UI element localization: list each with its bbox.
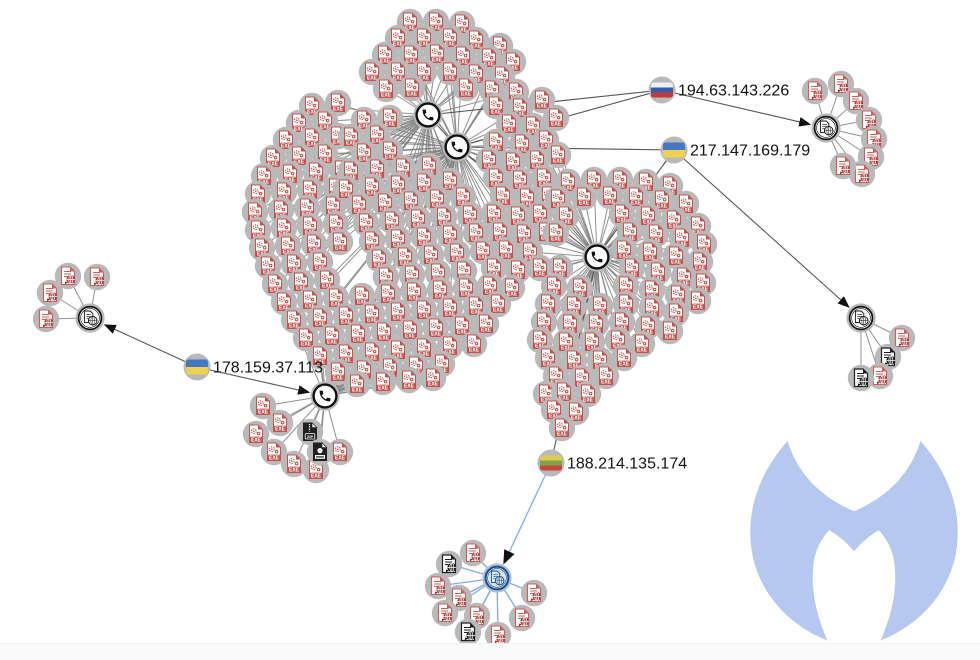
- ip-label-layer: 194.63.143.226 217.147.169.179 178.159.37.…: [183, 76, 811, 477]
- node-exe-file[interactable]: [343, 370, 371, 398]
- node-docglobe-red-file[interactable]: [520, 579, 548, 607]
- node-exe-file[interactable]: [460, 330, 488, 358]
- flag-stripe: [651, 87, 673, 93]
- node-docglobe-red-file[interactable]: [36, 279, 64, 307]
- c2-phone-node-phone3[interactable]: [581, 241, 613, 273]
- flag-ukraine-icon: [663, 142, 685, 158]
- flag-stripe: [663, 142, 685, 151]
- node-exe-file[interactable]: [452, 74, 480, 102]
- url-node-url_left[interactable]: [74, 302, 106, 334]
- node-exe-file[interactable]: [656, 317, 684, 345]
- c2-phone-node-phone4[interactable]: [309, 380, 341, 412]
- graph-edge: [196, 366, 311, 395]
- graph-edge: [673, 149, 850, 308]
- node-app-file[interactable]: [306, 438, 334, 466]
- node-docglobe-red-file[interactable]: [459, 539, 487, 567]
- node-docglobe-black-file[interactable]: [454, 618, 482, 646]
- node-docglobe-red-file[interactable]: [508, 604, 536, 632]
- node-exe-file[interactable]: [266, 409, 294, 437]
- c2-phone-node-phone2[interactable]: [441, 131, 473, 163]
- node-docglobe-black-file[interactable]: [847, 364, 875, 392]
- node-exe-file[interactable]: [544, 141, 572, 169]
- flag-stripe: [663, 150, 685, 158]
- ip-node-ukraine[interactable]: 178.159.37.113: [183, 353, 324, 381]
- c2-phone-node-phone1[interactable]: [412, 99, 444, 131]
- node-docglobe-red-file[interactable]: [83, 263, 111, 291]
- node-exe-file[interactable]: [398, 74, 426, 102]
- flag-lithuania-icon: [540, 455, 562, 471]
- url-node-url_bottom[interactable]: [481, 562, 513, 594]
- node-docglobe-red-file[interactable]: [32, 305, 60, 333]
- node-exe-file[interactable]: [369, 368, 397, 396]
- url-node-url_topright[interactable]: [810, 112, 842, 144]
- graph-edge: [103, 324, 198, 368]
- node-exe-file[interactable]: [419, 364, 447, 392]
- ip-address-label: 178.159.37.113: [213, 360, 323, 377]
- node-exe-file[interactable]: [548, 414, 576, 442]
- node-docglobe-red-file[interactable]: [829, 152, 857, 180]
- flag-stripe: [186, 359, 208, 368]
- flag-stripe: [540, 455, 562, 461]
- node-docglobe-red-file[interactable]: [801, 77, 829, 105]
- ip-address-label: 217.147.169.179: [690, 143, 810, 160]
- ip-node-lithuania[interactable]: 188.214.135.174: [537, 449, 688, 477]
- graph-edge: [661, 89, 812, 127]
- node-exe-file[interactable]: [395, 366, 423, 394]
- ip-address-label: 188.214.135.174: [567, 456, 687, 473]
- flag-stripe: [651, 92, 673, 98]
- graph-edge: [503, 462, 552, 565]
- ip-node-ukraine[interactable]: 217.147.169.179: [660, 136, 811, 164]
- flag-stripe: [540, 465, 562, 471]
- node-exe-file[interactable]: [542, 219, 570, 247]
- ip-address-label: 194.63.143.226: [678, 83, 789, 100]
- node-exe-file[interactable]: [372, 75, 400, 103]
- flag-stripe: [540, 460, 562, 466]
- node-docglobe-red-file[interactable]: [431, 599, 459, 627]
- malwarebytes-logo: [750, 441, 958, 641]
- flag-stripe: [186, 367, 208, 375]
- window-bottom-strip: [0, 643, 980, 660]
- flag-russia-icon: [651, 82, 673, 98]
- url-node-url_midright[interactable]: [845, 302, 877, 334]
- flag-stripe: [651, 82, 673, 88]
- node-exe-file[interactable]: [326, 228, 354, 256]
- flag-ukraine-icon: [186, 359, 208, 375]
- ip-node-russia[interactable]: 194.63.143.226: [648, 76, 790, 104]
